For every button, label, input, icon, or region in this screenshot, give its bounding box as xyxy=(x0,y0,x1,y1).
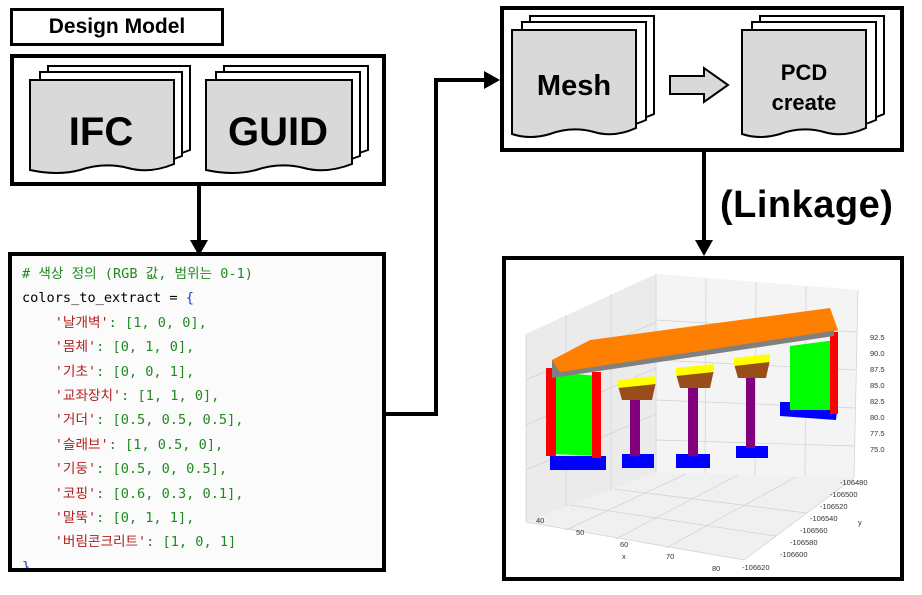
code-entry: '날개벽': [1, 0, 0], xyxy=(22,311,382,335)
y-tick: -106600 xyxy=(780,550,808,559)
y-tick: -106500 xyxy=(830,490,858,499)
entry-key: '기둥' xyxy=(54,461,97,478)
x-tick: 80 xyxy=(712,564,721,573)
guid-label: GUID xyxy=(228,110,328,154)
entry-value: : [1, 0, 1] xyxy=(146,534,237,551)
x-tick: 60 xyxy=(620,540,629,549)
code-entry: '코핑': [0.6, 0.3, 0.1], xyxy=(22,482,382,506)
entry-value: : [0, 0, 1], xyxy=(96,363,195,380)
x-axis-label: x xyxy=(622,552,626,561)
document-stack-icon xyxy=(205,65,369,174)
z-tick: 77.5 xyxy=(870,429,885,438)
color-code-block: # 색상 정의 (RGB 값, 범위는 0-1) colors_to_extra… xyxy=(8,252,386,572)
code-entry: '거더': [0.5, 0.5, 0.5], xyxy=(22,408,382,432)
z-tick: 80.0 xyxy=(870,413,885,422)
y-tick: -106520 xyxy=(820,502,848,511)
pcd-label-line2: create xyxy=(771,90,837,115)
document-stack-icon xyxy=(511,15,655,138)
code-entry: '말뚝': [0, 1, 1], xyxy=(22,506,382,530)
z-tick: 87.5 xyxy=(870,365,885,374)
y-tick: -106620 xyxy=(742,563,770,572)
pcd-document: PCD create xyxy=(738,14,888,138)
y-axis-label: y xyxy=(858,518,862,527)
abutment-body xyxy=(552,340,836,456)
code-entry: '몸체': [0, 1, 0], xyxy=(22,335,382,359)
point-cloud-plot: 92.5 90.0 87.5 85.0 82.5 80.0 77.5 75.0 … xyxy=(502,256,904,581)
linkage-label: (Linkage) xyxy=(720,184,894,226)
entry-value: : [0, 1, 0], xyxy=(96,339,195,356)
entry-key: '코핑' xyxy=(54,485,97,502)
mesh-label: Mesh xyxy=(536,70,612,102)
entry-value: : [0, 1, 1], xyxy=(96,509,195,526)
ifc-document: IFC xyxy=(26,64,194,174)
x-tick: 70 xyxy=(666,552,675,561)
entry-key: '말뚝' xyxy=(54,509,97,526)
guid-document: GUID xyxy=(202,64,372,174)
z-tick: 92.5 xyxy=(870,333,885,342)
entry-value: : [0.5, 0.5, 0.5], xyxy=(96,412,244,429)
entry-value: : [1, 1, 0], xyxy=(121,387,220,404)
wing-walls xyxy=(546,332,838,458)
y-tick: -106560 xyxy=(800,526,828,535)
z-tick: 82.5 xyxy=(870,397,885,406)
plot-canvas xyxy=(525,274,859,561)
code-entry: '슬래브': [1, 0.5, 0], xyxy=(22,433,382,457)
code-entry: '버림콘크리트': [1, 0, 1] xyxy=(22,530,382,554)
design-model-title: Design Model xyxy=(10,8,224,46)
document-stack-icon xyxy=(29,65,191,174)
entry-value: : [0.6, 0.3, 0.1], xyxy=(96,485,244,502)
entry-key: '교좌장치' xyxy=(54,387,122,404)
ifc-label: IFC xyxy=(68,110,134,154)
y-tick: -106540 xyxy=(810,514,838,523)
entry-value: : [1, 0.5, 0], xyxy=(108,436,224,453)
entry-value: : [1, 0, 0], xyxy=(108,314,207,331)
entry-key: '슬래브' xyxy=(54,436,109,453)
x-tick: 40 xyxy=(536,516,545,525)
coping-shapes xyxy=(618,354,770,400)
z-tick: 85.0 xyxy=(870,381,885,390)
z-tick: 90.0 xyxy=(870,349,885,358)
entry-key: '거더' xyxy=(54,412,97,429)
code-entry: '기둥': [0.5, 0, 0.5], xyxy=(22,457,382,481)
column-shapes xyxy=(630,374,755,456)
mesh-document: Mesh xyxy=(508,14,656,138)
pcd-label-line1: PCD xyxy=(780,60,828,85)
document-stack-icon xyxy=(741,15,885,138)
entry-value: : [0.5, 0, 0.5], xyxy=(96,461,228,478)
z-tick: 75.0 xyxy=(870,445,885,454)
entry-key: '기초' xyxy=(54,363,97,380)
code-declaration: colors_to_extract = { xyxy=(22,286,382,310)
code-comment: # 색상 정의 (RGB 값, 범위는 0-1) xyxy=(22,266,253,282)
y-tick: -106580 xyxy=(790,538,818,547)
code-entry: '기초': [0, 0, 1], xyxy=(22,360,382,384)
entry-key: '날개벽' xyxy=(54,314,109,331)
right-arrow-icon xyxy=(669,66,730,104)
entry-key: '버림콘크리트' xyxy=(54,534,147,551)
code-open-brace: { xyxy=(185,290,194,307)
x-tick: 50 xyxy=(576,528,585,537)
slab-shape xyxy=(552,308,838,372)
code-variable: colors_to_extract = xyxy=(22,290,186,307)
entry-key: '몸체' xyxy=(54,339,97,356)
code-close-brace: } xyxy=(22,558,31,572)
code-entry: '교좌장치': [1, 1, 0], xyxy=(22,384,382,408)
y-tick: -106480 xyxy=(840,478,868,487)
foundation-blocks xyxy=(550,402,838,470)
